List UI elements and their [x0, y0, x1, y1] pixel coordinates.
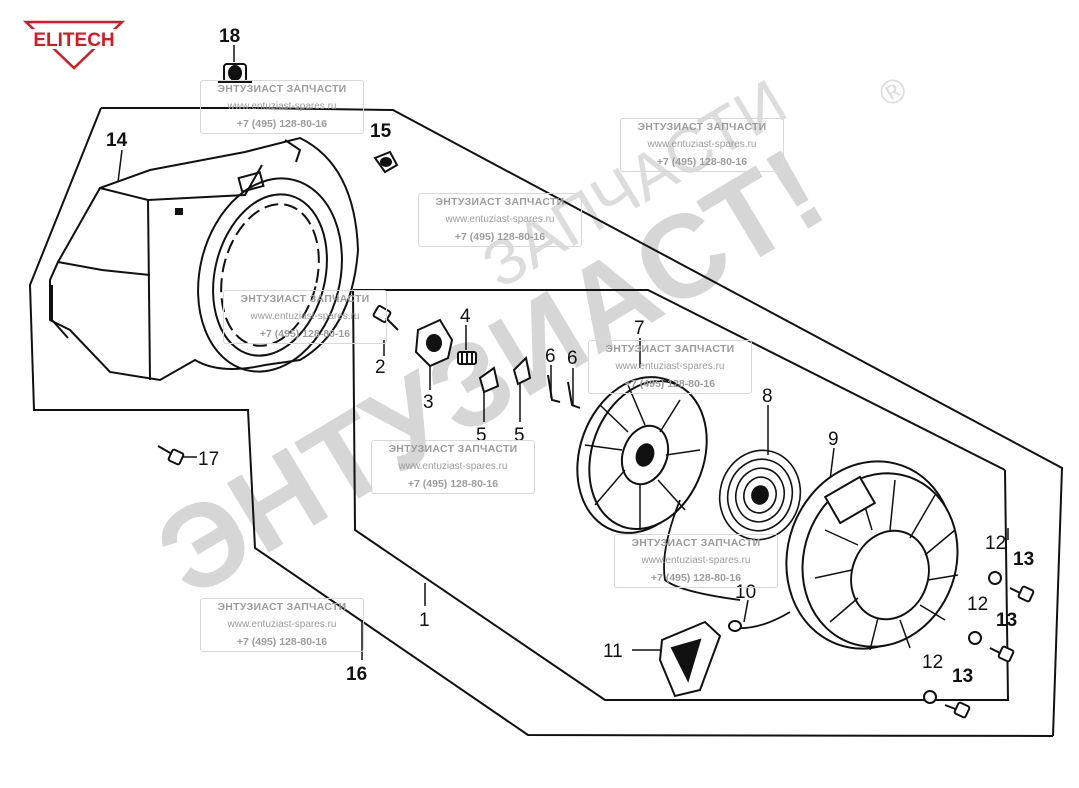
part-3-ratchet — [414, 318, 454, 368]
watermark-url: www.entuziast-spares.ru — [445, 214, 555, 225]
watermark-url: www.entuziast-spares.ru — [647, 139, 757, 150]
part-17-bolt — [157, 445, 185, 466]
part-5-pawl-a — [478, 366, 500, 394]
part-18-clip — [218, 63, 252, 83]
part-11-handle — [658, 620, 742, 698]
part-15-grommet — [373, 150, 399, 174]
label-part-1: 1 — [419, 610, 430, 631]
watermark-box: ЭНТУЗИАСТ ЗАПЧАСТИ www.entuziast-spares.… — [371, 440, 535, 494]
label-part-15: 15 — [370, 121, 392, 142]
watermark-phone: +7 (495) 128-80-16 — [454, 231, 546, 243]
watermark-box: ЭНТУЗИАСТ ЗАПЧАСТИ www.entuziast-spares.… — [200, 80, 364, 134]
watermark-box: ЭНТУЗИАСТ ЗАПЧАСТИ www.entuziast-spares.… — [200, 598, 364, 652]
watermark-url: www.entuziast-spares.ru — [227, 101, 337, 112]
label-part-8: 8 — [762, 386, 773, 407]
part-4-spring — [457, 351, 477, 365]
watermark-title: ЭНТУЗИАСТ ЗАПЧАСТИ — [240, 293, 370, 305]
label-part-2: 2 — [375, 357, 386, 378]
watermark-phone: +7 (495) 128-80-16 — [236, 636, 328, 648]
watermark-registered: ® — [873, 69, 914, 114]
watermark-title: ЭНТУЗИАСТ ЗАПЧАСТИ — [637, 121, 767, 133]
label-part-17: 17 — [198, 449, 219, 470]
watermark-url: www.entuziast-spares.ru — [615, 361, 725, 372]
watermark-box: ЭНТУЗИАСТ ЗАПЧАСТИ www.entuziast-spares.… — [614, 534, 778, 588]
label-part-7: 7 — [634, 318, 645, 339]
label-part-6b: 6 — [567, 348, 578, 369]
part-7-reel — [576, 376, 708, 534]
label-part-18: 18 — [219, 26, 240, 47]
watermark-url: www.entuziast-spares.ru — [641, 555, 751, 566]
part-5-pawl-b — [512, 355, 532, 386]
watermark-box: ЭНТУЗИАСТ ЗАПЧАСТИ www.entuziast-spares.… — [223, 290, 387, 344]
part-labels: 1 2 3 4 5 5 6 6 7 8 9 10 11 12 12 12 13 … — [106, 26, 1034, 687]
label-part-12c: 12 — [922, 652, 943, 673]
watermark-url: www.entuziast-spares.ru — [250, 311, 360, 322]
part-12-washer-c — [923, 690, 937, 704]
label-part-4: 4 — [460, 306, 471, 327]
frame-lines — [28, 107, 1064, 737]
elitech-logo: ELITECH — [22, 20, 126, 70]
label-part-3: 3 — [423, 392, 434, 413]
brand-name: ELITECH — [33, 30, 114, 51]
part-13-bolt-c — [944, 701, 971, 719]
part-13-bolt-b — [989, 645, 1015, 663]
watermark-title: ЭНТУЗИАСТ ЗАПЧАСТИ — [388, 443, 518, 455]
label-part-11: 11 — [603, 641, 623, 662]
label-part-13c: 13 — [952, 666, 973, 687]
label-part-12b: 12 — [967, 594, 988, 615]
part-13-bolt-a — [1009, 585, 1035, 603]
label-part-6a: 6 — [545, 346, 556, 367]
part-14-fan-shroud — [49, 136, 360, 382]
label-part-12a: 12 — [985, 533, 1006, 554]
watermark-box: ЭНТУЗИАСТ ЗАПЧАСТИ www.entuziast-spares.… — [418, 193, 582, 247]
label-part-5b: 5 — [514, 425, 525, 446]
label-part-16: 16 — [346, 664, 367, 685]
watermark-url: www.entuziast-spares.ru — [398, 461, 508, 472]
watermark-url: www.entuziast-spares.ru — [227, 619, 337, 630]
watermark-phone: +7 (495) 128-80-16 — [624, 378, 716, 390]
part-8-spring — [718, 449, 802, 541]
label-part-13b: 13 — [996, 610, 1017, 631]
watermark-phone: +7 (495) 128-80-16 — [656, 156, 748, 168]
watermark-phone: +7 (495) 128-80-16 — [236, 118, 328, 130]
part-6-pins — [547, 374, 581, 409]
label-part-14: 14 — [106, 130, 128, 151]
watermark-title: ЭНТУЗИАСТ ЗАПЧАСТИ — [217, 601, 347, 613]
part-12-washer-b — [968, 631, 982, 645]
watermark-title: ЭНТУЗИАСТ ЗАПЧАСТИ — [217, 83, 347, 95]
watermark-box: ЭНТУЗИАСТ ЗАПЧАСТИ www.entuziast-spares.… — [588, 340, 752, 394]
part-12-washer-a — [988, 571, 1002, 585]
label-part-9: 9 — [828, 429, 839, 450]
part-9-housing — [785, 460, 959, 651]
watermark-phone: +7 (495) 128-80-16 — [650, 572, 742, 584]
watermark-title: ЭНТУЗИАСТ ЗАПЧАСТИ — [605, 343, 735, 355]
watermark-title: ЭНТУЗИАСТ ЗАПЧАСТИ — [435, 196, 565, 208]
watermark-title: ЭНТУЗИАСТ ЗАПЧАСТИ — [631, 537, 761, 549]
label-part-5a: 5 — [476, 425, 487, 446]
watermark-phone: +7 (495) 128-80-16 — [259, 328, 351, 340]
watermark-phone: +7 (495) 128-80-16 — [407, 478, 499, 490]
watermark-box: ЭНТУЗИАСТ ЗАПЧАСТИ www.entuziast-spares.… — [620, 118, 784, 172]
label-part-13a: 13 — [1013, 549, 1034, 570]
